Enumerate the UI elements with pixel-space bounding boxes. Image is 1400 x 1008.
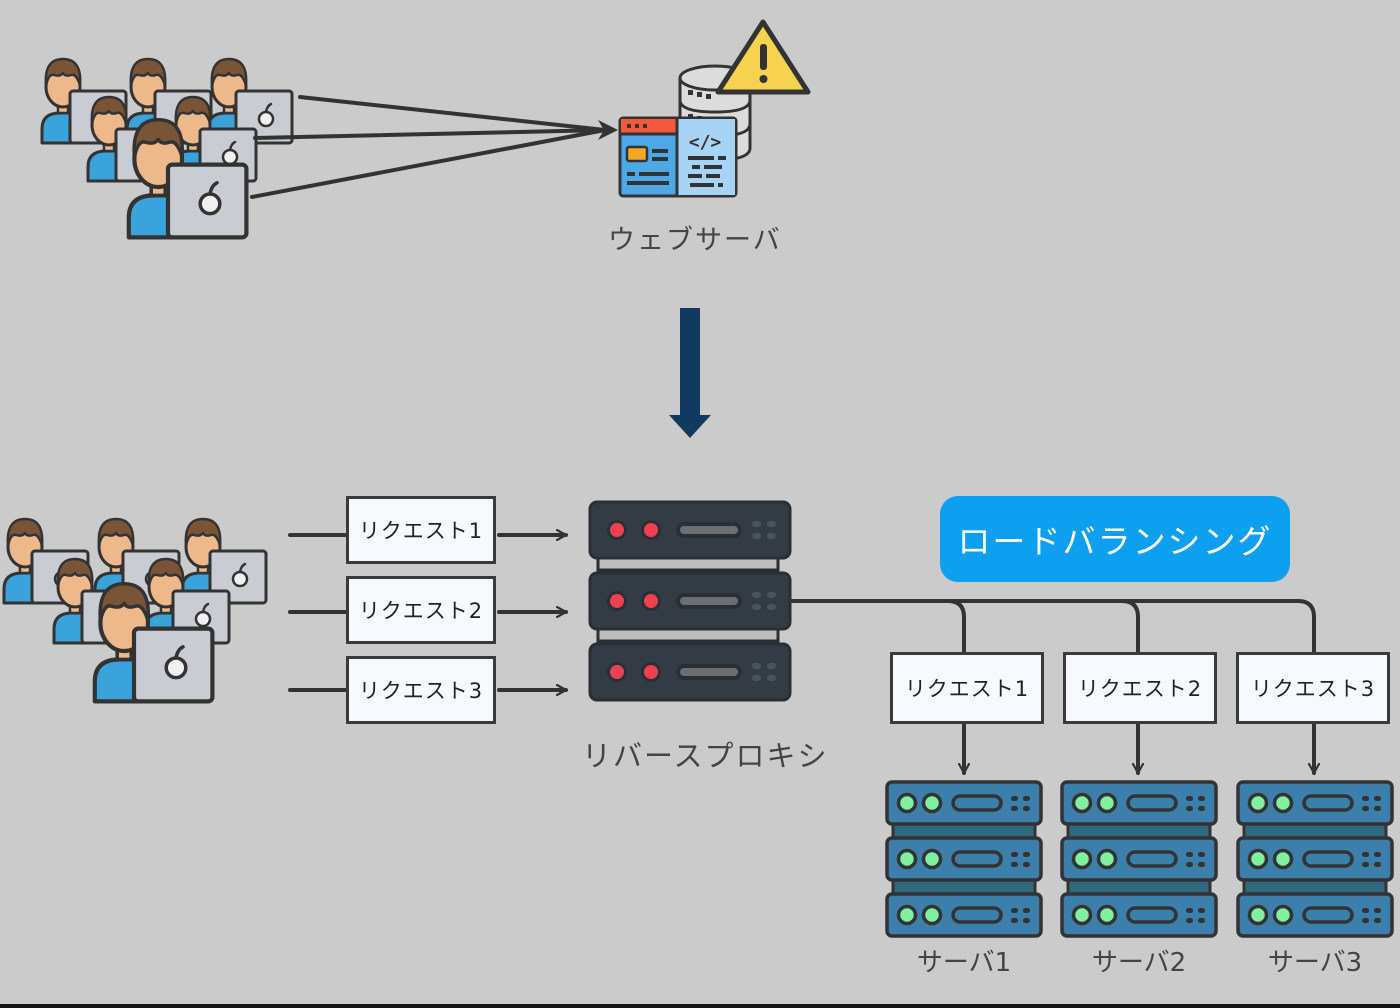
client-group-bottom <box>2 517 268 701</box>
web-server-icon: </> <box>618 64 752 198</box>
backend-server-1-label: サーバ1 <box>916 948 1012 978</box>
distribution-lines <box>788 599 1314 775</box>
web-server-label: ウェブサーバ <box>608 225 782 256</box>
backend-server-1-icon <box>887 782 1041 936</box>
warning-triangle-icon <box>715 19 811 95</box>
backend-server-2-icon <box>1062 782 1216 936</box>
distributed-request-1: リクエスト1 <box>890 652 1044 724</box>
distributed-request-3: リクエスト3 <box>1236 652 1390 724</box>
backend-server-3-label: サーバ3 <box>1267 948 1363 978</box>
distributed-request-2: リクエスト2 <box>1063 652 1217 724</box>
reverse-proxy-label: リバースプロキシ <box>582 739 829 773</box>
client-group-top <box>40 57 294 237</box>
load-balancing-badge: ロードバランシング <box>940 496 1290 582</box>
backend-server-3-icon <box>1238 782 1392 936</box>
backend-server-2-label: サーバ2 <box>1091 948 1187 978</box>
request-lines-top <box>250 95 607 199</box>
arrow-head-icon <box>598 120 618 140</box>
incoming-request-1: リクエスト1 <box>346 496 496 564</box>
arrow-down-icon <box>669 308 711 438</box>
bottom-border <box>0 1004 1400 1008</box>
server-rack-icon <box>588 500 792 702</box>
request-lines-bottom <box>288 535 568 690</box>
incoming-request-3: リクエスト3 <box>346 656 496 724</box>
incoming-request-2: リクエスト2 <box>346 576 496 644</box>
svg-text:</>: </> <box>689 132 722 153</box>
